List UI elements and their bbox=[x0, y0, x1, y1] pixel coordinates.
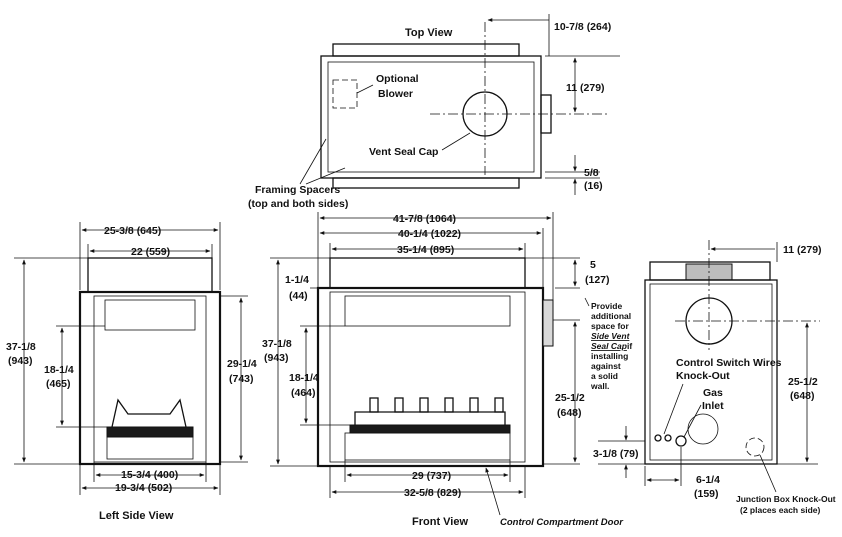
rear-body-outline bbox=[644, 279, 778, 465]
dim-left-side-height: 29-1/4 bbox=[227, 358, 257, 370]
dim-front-vent-height: 25-1/2 bbox=[555, 392, 585, 404]
dim-left-overall-height: 37-1/8 bbox=[6, 341, 36, 353]
control-wires-label: Control Switch Wires bbox=[676, 357, 782, 369]
front-grate-base bbox=[349, 424, 511, 434]
left-top-box bbox=[87, 257, 213, 293]
dim-top-offset-right: 10-7/8 (264) bbox=[554, 21, 611, 33]
control-compartment-door-panel bbox=[344, 432, 511, 461]
left-body-outline bbox=[78, 290, 222, 466]
dim-left-overall-width: 25-3/8 (645) bbox=[104, 225, 161, 237]
dim-rear-vent-height: 25-1/2 bbox=[788, 376, 818, 388]
dim-front-vent-height-mm: (648) bbox=[557, 407, 582, 419]
front-view: 41-7/8 (1064) 40-1/4 (1022) 35-1/4 (895)… bbox=[262, 212, 632, 528]
junction-box-label-2: (2 places each side) bbox=[740, 505, 820, 515]
dim-left-side-height-mm: (743) bbox=[229, 373, 254, 385]
front-inner-frame bbox=[329, 291, 526, 463]
left-grate bbox=[111, 398, 187, 428]
dim-front-frame-width: 40-1/4 (1022) bbox=[398, 228, 461, 240]
dim-front-top-offset: 1-1/4 bbox=[285, 274, 309, 286]
dim-front-top-width: 35-1/4 (895) bbox=[397, 244, 454, 256]
left-lower-box bbox=[106, 436, 194, 460]
top-front-flange bbox=[332, 177, 520, 189]
dim-left-top-width: 22 (559) bbox=[131, 246, 170, 258]
top-view: Top View Optional Blower Vent Seal Cap F… bbox=[248, 14, 620, 210]
dim-front-opening-height-mm: (464) bbox=[291, 387, 316, 399]
dim-front-vent-offset: 5 bbox=[590, 259, 596, 271]
front-side-vent-cap bbox=[542, 299, 554, 347]
dim-front-top-offset-mm: (44) bbox=[289, 290, 308, 302]
front-upper-panel bbox=[344, 295, 511, 327]
dim-left-overall-height-mm: (943) bbox=[8, 355, 33, 367]
dim-front-bottom-inner: 29 (737) bbox=[412, 470, 451, 482]
dim-top-vertical: 11 (279) bbox=[566, 82, 605, 94]
left-side-view: 25-3/8 (645) 22 (559) 37-1/8 (943) 18-1/… bbox=[6, 222, 257, 522]
optional-label-line2: Blower bbox=[378, 88, 413, 100]
svg-text:a solid: a solid bbox=[591, 371, 618, 381]
front-top-box bbox=[329, 257, 526, 289]
junction-box-knockout bbox=[745, 437, 765, 457]
dim-spacer-depth: 5/8 bbox=[584, 167, 599, 179]
dim-rear-vent-height-mm: (648) bbox=[790, 390, 815, 402]
svg-text:Provide: Provide bbox=[591, 301, 622, 311]
dim-left-inner-height: 18-1/4 bbox=[44, 364, 74, 376]
left-inner-outline bbox=[93, 295, 207, 463]
dim-left-bottom-outer: 19-3/4 (502) bbox=[115, 482, 172, 494]
optional-blower-outline bbox=[332, 79, 358, 109]
optional-label-line1: Optional bbox=[376, 73, 419, 85]
dim-left-bottom-inner: 15-3/4 (400) bbox=[121, 469, 178, 481]
svg-text:Side Vent: Side Vent bbox=[591, 331, 631, 341]
control-wires-label-2: Knock-Out bbox=[676, 370, 730, 382]
gas-inlet-label: Gas bbox=[703, 387, 723, 399]
svg-text:if: if bbox=[627, 341, 632, 351]
side-vent-note: Provide additional space for Side Vent S… bbox=[590, 301, 632, 391]
dim-rear-vent-offset: 11 (279) bbox=[783, 244, 822, 256]
svg-text:space for: space for bbox=[591, 321, 629, 331]
dim-front-vent-offset-mm: (127) bbox=[585, 274, 610, 286]
left-grate-base bbox=[106, 426, 194, 438]
framing-spacers-label: Framing Spacers bbox=[255, 184, 340, 196]
vent-seal-cap-label: Vent Seal Cap bbox=[369, 146, 438, 158]
svg-text:installing: installing bbox=[591, 351, 628, 361]
top-body-outline bbox=[320, 55, 542, 179]
dim-front-overall-height-mm: (943) bbox=[264, 352, 289, 364]
svg-text:Seal Cap: Seal Cap bbox=[591, 341, 627, 351]
dim-front-overall-width: 41-7/8 (1064) bbox=[393, 213, 456, 225]
top-inner-outline bbox=[327, 61, 535, 173]
dim-rear-knockout-height: 3-1/8 (79) bbox=[593, 448, 639, 460]
dim-left-inner-height-mm: (465) bbox=[46, 378, 71, 390]
svg-text:against: against bbox=[591, 361, 621, 371]
gas-inlet-circle bbox=[675, 435, 687, 447]
front-body-outline bbox=[316, 286, 545, 468]
rear-knockout-large bbox=[687, 413, 719, 445]
rear-inner-outline bbox=[649, 283, 773, 461]
dim-front-opening-height: 18-1/4 bbox=[289, 372, 319, 384]
dim-rear-gas-offset-mm: (159) bbox=[694, 488, 719, 500]
framing-spacers-sub: (top and both sides) bbox=[248, 198, 348, 210]
control-door-label: Control Compartment Door bbox=[500, 517, 624, 528]
front-view-title: Front View bbox=[412, 516, 468, 528]
gas-inlet-label-2: Inlet bbox=[702, 400, 724, 412]
left-upper-panel bbox=[104, 299, 196, 331]
dim-front-bottom-outer: 32-5/8 (829) bbox=[404, 487, 461, 499]
svg-text:wall.: wall. bbox=[590, 381, 609, 391]
top-view-title: Top View bbox=[405, 27, 453, 39]
rear-view: Control Switch Wires Knock-Out Gas Inlet… bbox=[593, 240, 836, 515]
svg-text:additional: additional bbox=[591, 311, 631, 321]
dim-front-overall-height: 37-1/8 bbox=[262, 338, 292, 350]
left-view-title: Left Side View bbox=[99, 510, 174, 522]
junction-box-label: Junction Box Knock-Out bbox=[736, 494, 836, 504]
dim-spacer-depth-mm: (16) bbox=[584, 180, 603, 192]
top-rear-flange bbox=[332, 43, 520, 57]
dim-rear-gas-offset: 6-1/4 bbox=[696, 474, 720, 486]
